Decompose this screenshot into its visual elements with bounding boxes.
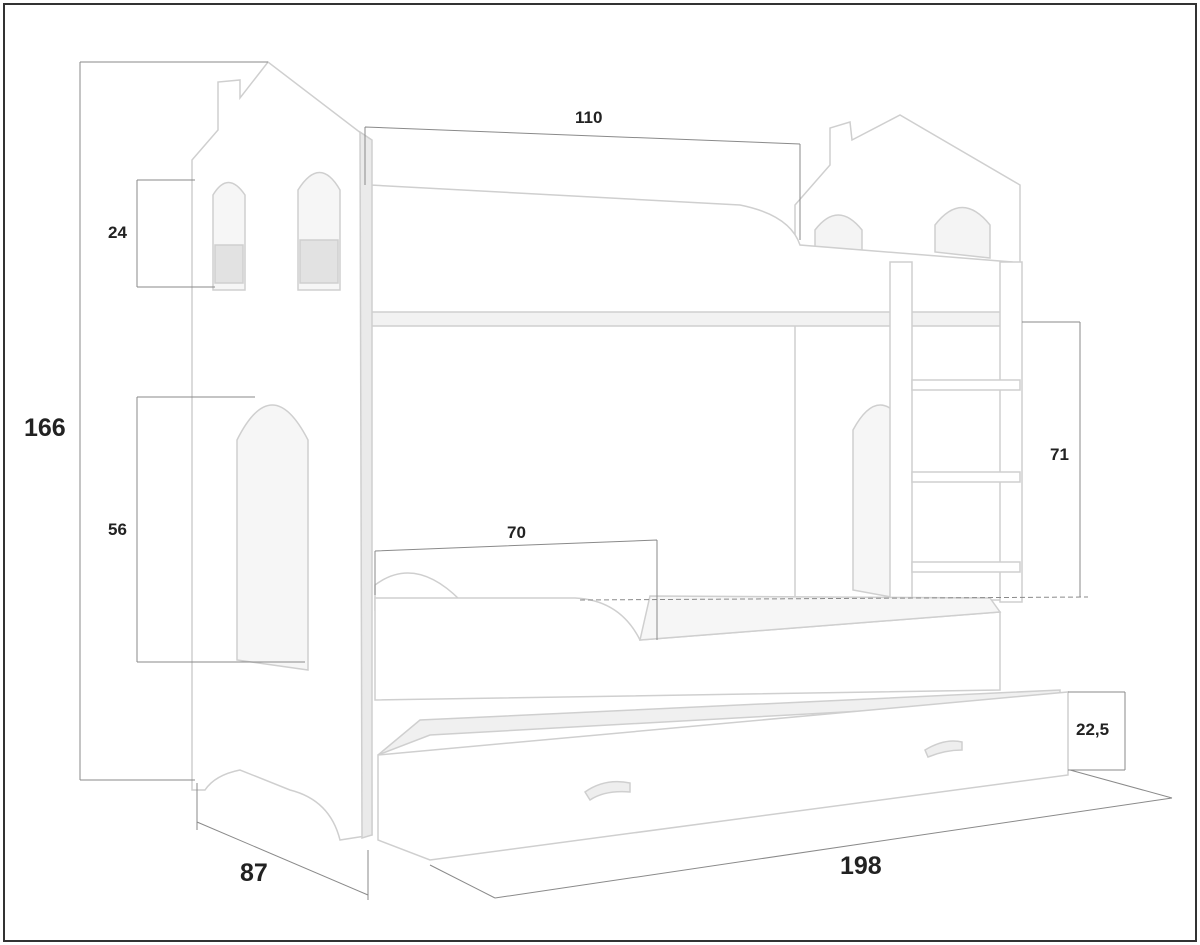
left-panel-edge: [359, 130, 373, 840]
lower-rail: [374, 597, 1001, 701]
right-window-2: [934, 206, 991, 259]
dim-22-5: [1068, 691, 1126, 771]
drawer-handle-2: [924, 740, 963, 758]
ladder-step-3: [911, 561, 1021, 573]
frame-border: [3, 3, 1197, 942]
dim-label-length: 198: [840, 852, 882, 880]
dim-198: [429, 769, 1173, 899]
dimension-lines: [79, 61, 1173, 900]
dim-71-level: [579, 596, 1089, 601]
dim-label-upper-length: 110: [575, 108, 603, 127]
dim-24: [136, 179, 215, 288]
left-window-2-mattress: [299, 239, 339, 284]
dim-label-total-height: 166: [24, 414, 66, 442]
bed-shapes: [191, 60, 1069, 861]
dim-label-lower-length: 70: [507, 523, 526, 542]
dim-110: [364, 126, 801, 240]
dim-166: [79, 61, 268, 781]
ladder-rail-right: [999, 261, 1023, 603]
left-window-1-mattress: [214, 244, 244, 284]
dim-87: [196, 783, 369, 900]
dim-56: [136, 396, 305, 663]
ladder-step-2: [911, 471, 1021, 483]
drawer-handle-1: [583, 780, 631, 802]
drawer-front: [377, 691, 1069, 861]
dim-label-lower-opening: 56: [108, 520, 127, 539]
dim-70: [374, 539, 658, 640]
dim-label-ladder-height: 71: [1050, 445, 1069, 464]
left-lower-opening: [236, 404, 309, 671]
ladder-step-1: [911, 379, 1021, 391]
dim-label-drawer-height: 22,5: [1076, 720, 1110, 739]
upper-rail-bottom: [369, 311, 1013, 327]
right-window-1: [814, 214, 863, 251]
dim-label-depth: 87: [240, 859, 268, 887]
dim-71: [1022, 321, 1081, 597]
dim-label-upper-window: 24: [108, 223, 127, 242]
